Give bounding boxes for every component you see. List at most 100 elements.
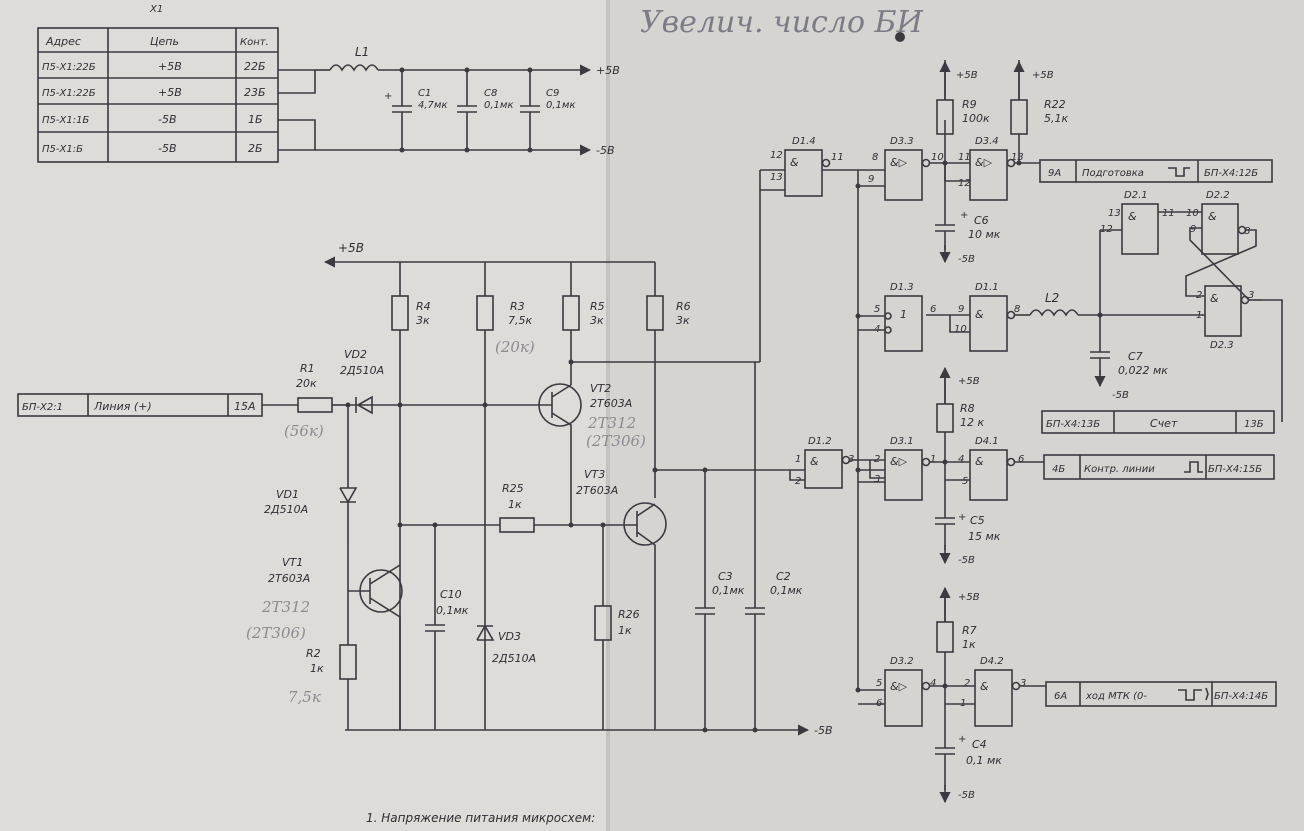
col-header-address: Адрес [45,35,81,48]
svg-text:&▷: &▷ [975,156,993,169]
input-line-table [17,393,263,417]
connector-table: Адрес Цепь Конт. П5-X1:22Б +5В 22Б П5-X1… [37,27,279,163]
label-VD3: VD3 [498,630,521,643]
cell-contact: 23Б [244,86,266,99]
col-header-circuit: Цепь [150,35,179,48]
svg-text:5: 5 [876,678,882,689]
analog-minus-label: -5В [814,724,833,737]
label-D3-4: D3.4 [975,136,999,147]
cell-contact: 1Б [248,113,263,126]
value-R25: 1к [508,498,522,511]
label-D1-1: D1.1 [975,282,999,293]
value-C1: 4,7мк [418,100,448,111]
line-in-name: Линия (+) [93,400,152,413]
label-L1: L1 [355,45,369,59]
label-C4: C4 [972,738,987,751]
cell-circuit: +5В [158,60,182,73]
label-C3: C3 [718,570,733,583]
analog-section [262,256,810,736]
gate-symbols: & &▷ &▷ 1 & & &▷ & &▷ & & & & [790,156,1219,693]
svg-text:9: 9 [1190,224,1196,235]
svg-text:3: 3 [1248,290,1254,301]
connector-label: X1 [149,4,163,15]
gate-D4-2 [974,669,1013,727]
svg-text:&: & [1128,210,1137,223]
label-C6: C6 [974,214,989,227]
value-R26: 1к [618,624,632,637]
count-contact: 13Б [1244,419,1264,430]
gate-D3-4 [969,149,1008,201]
svg-text:10: 10 [954,324,967,335]
gate-D1-2 [804,449,843,489]
value-R4: 3к [416,314,430,327]
svg-text:6: 6 [876,698,882,709]
svg-text:8: 8 [872,152,878,163]
label-VT2: VT2 [590,382,611,395]
pencil-VT2-1: 2Т312 [587,414,636,432]
gate-D3-2 [884,669,923,727]
svg-text:1: 1 [900,308,907,321]
svg-text:9: 9 [958,304,964,315]
svg-text:4: 4 [930,678,936,689]
svg-text:3: 3 [874,474,880,485]
footnote: 1. Напряжение питания микросхем: [366,811,595,825]
value-VT2: 2Т603А [590,397,632,410]
value-R5: 3к [590,314,604,327]
value-C7: 0,022 мк [1118,364,1168,377]
output-table-count [1041,410,1275,434]
cell-address: П5-X1:22Б [42,62,96,73]
gate-D3-1 [884,449,923,501]
label-D3-2: D3.2 [890,656,914,667]
label-R8: R8 [960,402,975,415]
svg-text:8: 8 [1014,304,1020,315]
line-in-contact: 15А [234,400,256,413]
value-C6: 10 мк [968,228,1001,241]
mtk-name: ход МТК (0- [1085,691,1147,702]
gate-D4-1 [969,449,1008,501]
svg-text:&: & [1208,210,1217,223]
pencil-VT2-2: (2Т306) [586,432,646,450]
ctrl-contact: 4Б [1052,464,1065,475]
svg-text:5: 5 [962,476,968,487]
label-D1-3: D1.3 [890,282,914,293]
minus-label: -5В [958,790,975,801]
cell-address: П5-X1:Б [42,144,83,155]
gate-D1-1 [969,295,1008,352]
value-C9: 0,1мк [546,100,576,111]
svg-text:&: & [975,308,984,321]
value-C8: 0,1мк [484,100,514,111]
ctrl-name: Контр. линии [1084,464,1155,475]
value-R9: 100к [962,112,990,125]
svg-text:12: 12 [958,178,971,189]
label-D2-3: D2.3 [1210,340,1234,351]
pencil-VT1-1: 2Т312 [261,598,310,616]
svg-text:10: 10 [931,152,944,163]
pencil-R1: (56к) [284,422,324,440]
label-L2: L2 [1045,291,1059,305]
gate-D1-3 [884,295,923,352]
value-VT1: 2Т603А [268,572,310,585]
plus-label: +5В [1032,70,1054,81]
plus-sign: + [384,91,392,102]
cell-address: П5-X1:22Б [42,88,96,99]
line-in-addr: БП-X2:1 [22,402,63,413]
plus-label: +5В [956,70,978,81]
label-R26: R26 [618,608,640,621]
count-addr: БП-X4:13Б [1046,419,1100,430]
gate-D2-3 [1204,285,1242,337]
prep-contact: 9А [1048,168,1061,179]
output-table-prep [1039,159,1273,183]
label-D1-4: D1.4 [792,136,816,147]
svg-text:11: 11 [1162,208,1175,219]
rail-minus-label: -5В [596,144,615,157]
prep-name: Подготовка [1082,168,1144,179]
svg-text:&: & [790,156,799,169]
label-R3: R3 [510,300,525,313]
power-filter [278,64,592,156]
minus-label: -5В [1112,390,1129,401]
label-R25: R25 [502,482,524,495]
value-R3: 7,5к [508,314,532,327]
mtk-contact: 6А [1054,691,1067,702]
count-name: Счет [1150,417,1178,430]
svg-text:&▷: &▷ [890,455,908,468]
